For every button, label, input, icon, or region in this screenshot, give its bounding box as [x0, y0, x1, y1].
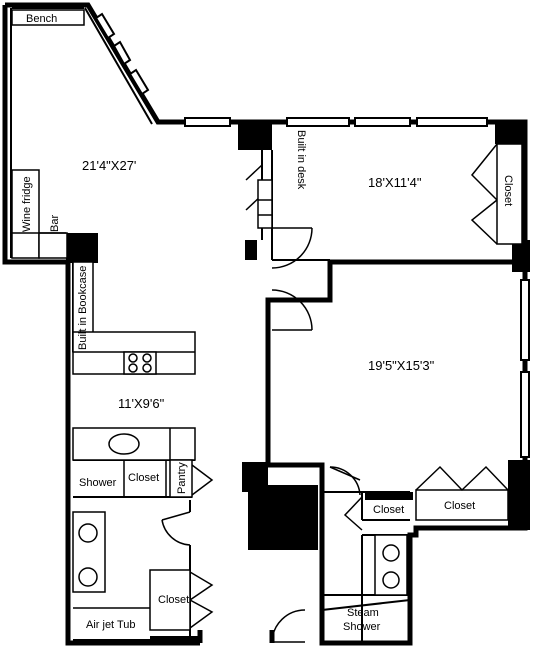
dim-living: 21'4"X27': [82, 158, 136, 173]
label-built-in-bookcase: Built in Bookcase: [77, 266, 89, 350]
window-diagonal-1: [94, 12, 116, 40]
window-diagonal-2: [112, 40, 132, 66]
window-north-2: [286, 117, 350, 127]
column-north-left: [238, 122, 272, 150]
closet-north: [496, 143, 523, 245]
label-closet-north: Closet: [502, 175, 514, 206]
doors: [161, 164, 361, 643]
dim-bedroom-north: 18'X11'4": [368, 175, 422, 190]
bench: [11, 9, 85, 26]
window-diagonal-3: [128, 68, 150, 96]
columns: [66, 122, 530, 644]
closet-main-bedroom: [415, 489, 509, 521]
interior-walls: [10, 7, 411, 643]
fixtures: [11, 9, 523, 631]
built-in-desk: [257, 179, 273, 229]
bath-vanity: [72, 511, 106, 593]
label-shower-ensuite: Shower: [343, 621, 381, 633]
pantry: [169, 459, 193, 498]
cooktop: [123, 351, 157, 375]
label-closet-main-bedroom: Closet: [444, 500, 475, 512]
window-north-3: [354, 117, 411, 127]
label-wine-fridge: Wine fridge: [21, 176, 33, 232]
window-east-1: [520, 279, 530, 361]
label-shower: Shower: [79, 477, 117, 489]
bar: [38, 232, 68, 259]
column-tub: [150, 636, 198, 644]
window-north-4: [416, 117, 488, 127]
label-closet-hall: Closet: [128, 472, 159, 484]
column-north-right: [495, 122, 525, 144]
label-pantry: Pantry: [176, 462, 188, 494]
dim-bedroom-main: 19'5"X15'3": [368, 358, 435, 373]
label-closet-bath: Closet: [158, 594, 189, 606]
column-se: [508, 460, 530, 530]
closet-bath: [149, 569, 191, 631]
labels: Bench Wine fridge Bar Built in desk Clos…: [21, 13, 514, 633]
label-steam: Steam: [347, 607, 379, 619]
label-bar: Bar: [49, 215, 61, 232]
kitchen-counter-lower: [72, 427, 196, 461]
column-bar: [66, 233, 98, 263]
dim-kitchen: 11'X9'6": [118, 396, 165, 411]
window-east-2: [520, 371, 530, 458]
label-air-jet-tub: Air jet Tub: [86, 619, 136, 631]
column-bedroom-ne: [512, 240, 530, 272]
ensuite-vanity: [374, 534, 408, 596]
label-bench: Bench: [26, 13, 57, 25]
kitchen-sink: [108, 433, 140, 455]
windows: [94, 12, 530, 458]
column-bedroom-top: [245, 240, 257, 260]
column-ensuite: [365, 492, 413, 500]
column-entry-block: [248, 485, 318, 550]
window-north-1: [184, 117, 231, 127]
wine-fridge: [11, 169, 40, 259]
label-built-in-desk: Built in desk: [295, 130, 307, 190]
label-closet-ensuite: Closet: [373, 504, 404, 516]
